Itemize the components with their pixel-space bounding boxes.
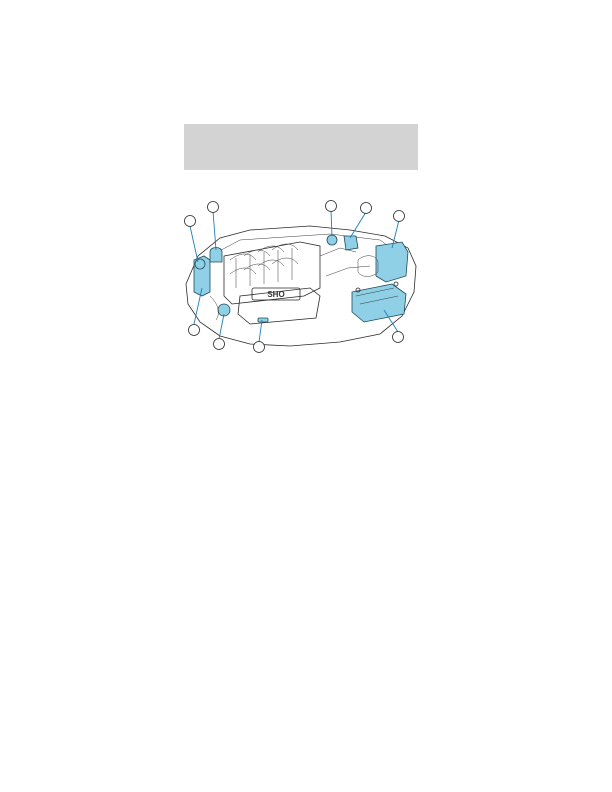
callout-6 xyxy=(188,324,200,336)
intake-manifold xyxy=(223,241,321,305)
dipstick-handle xyxy=(257,317,269,323)
left-reservoirs xyxy=(193,247,231,317)
battery xyxy=(351,281,407,323)
top-caps xyxy=(326,234,359,251)
callout-8 xyxy=(253,341,265,353)
callout-3 xyxy=(325,200,337,212)
callout-1 xyxy=(184,215,196,227)
callout-markers xyxy=(184,200,405,353)
callout-2 xyxy=(207,201,219,213)
callout-4 xyxy=(360,202,372,214)
section-header-bar xyxy=(184,124,418,170)
engine-compartment-diagram: SHO xyxy=(180,196,420,358)
callout-lines xyxy=(189,209,400,343)
air-filter-box xyxy=(357,241,409,283)
engine-compartment-illustration: SHO xyxy=(184,200,417,353)
engine-cover: SHO xyxy=(237,287,321,325)
callout-5 xyxy=(393,210,405,222)
callout-7 xyxy=(213,338,225,350)
callout-9 xyxy=(392,331,404,343)
engine-badge: SHO xyxy=(267,290,284,299)
